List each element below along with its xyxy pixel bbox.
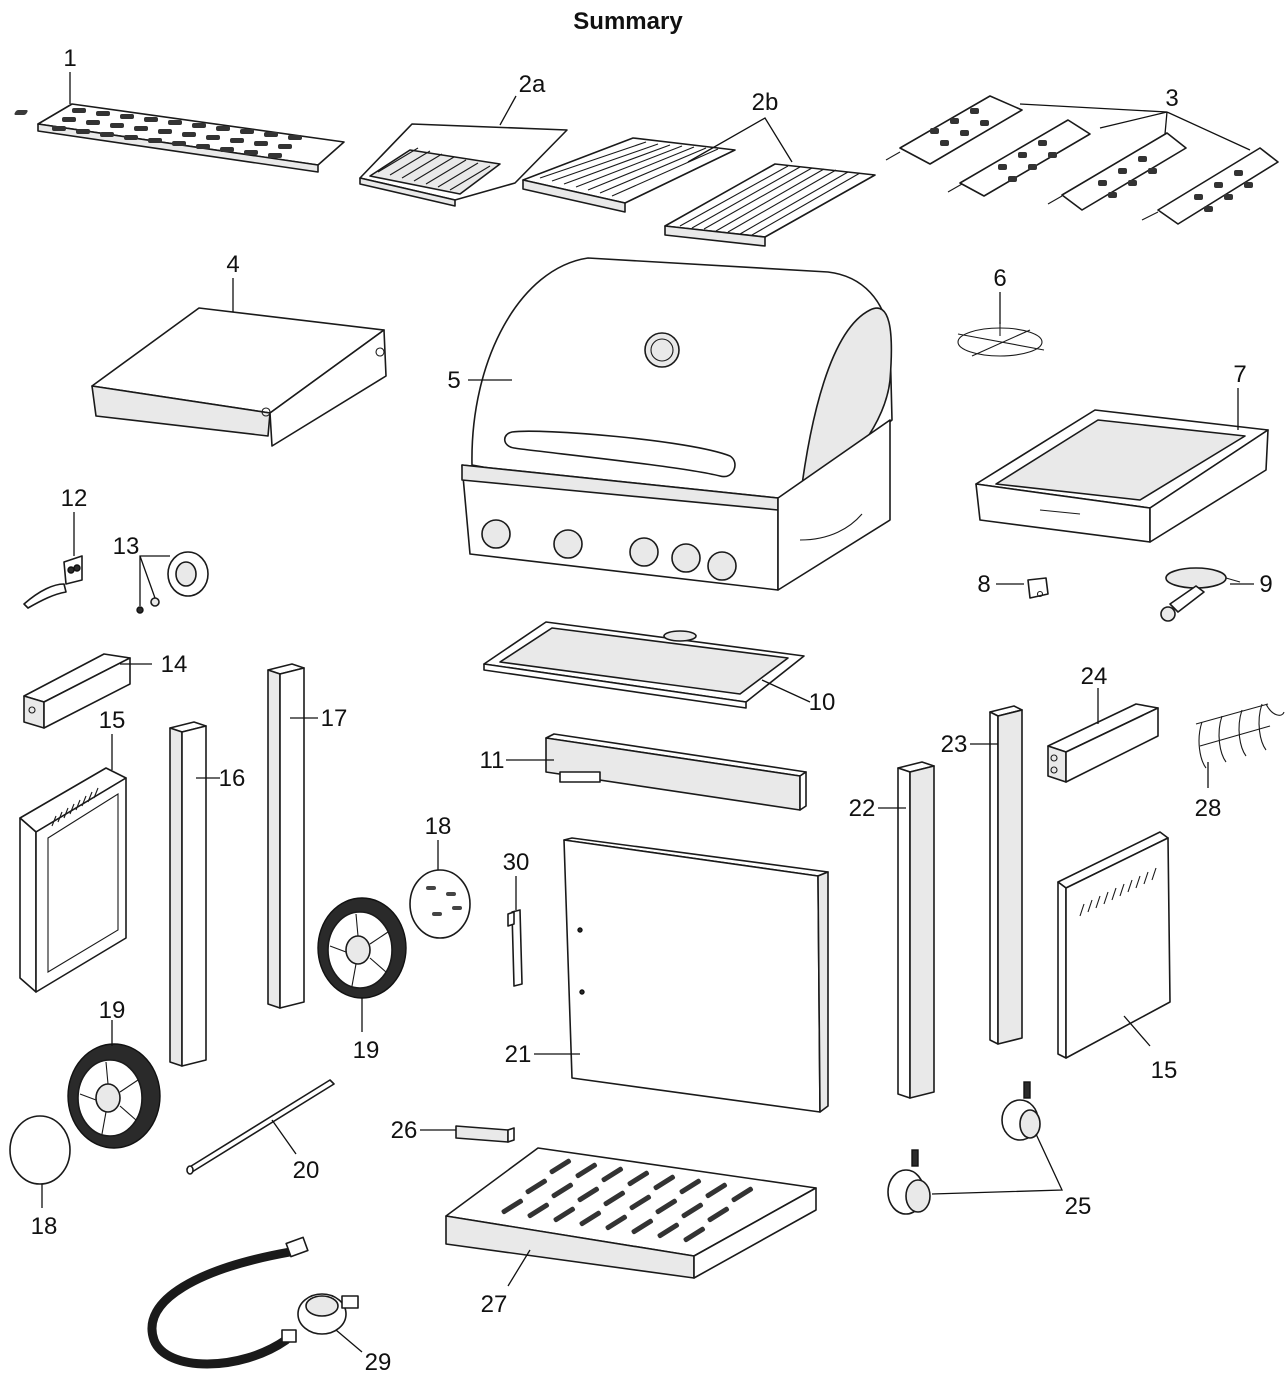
- label-30: 30: [503, 849, 530, 876]
- part-19-wheel-upper: [317, 897, 407, 999]
- part-25-caster-upper: [1001, 1081, 1041, 1141]
- part-30-door-bracket: [507, 909, 523, 987]
- part-15-side-panel-left: [19, 767, 127, 993]
- label-15-right: 15: [1151, 1057, 1178, 1084]
- label-12: 12: [61, 485, 88, 512]
- label-18-lower: 18: [31, 1213, 58, 1240]
- label-2b: 2b: [752, 89, 779, 116]
- label-7: 7: [1233, 361, 1246, 388]
- label-22: 22: [849, 795, 876, 822]
- label-9: 9: [1259, 571, 1272, 598]
- label-5: 5: [447, 367, 460, 394]
- part-18-hub-cap-upper: [409, 869, 471, 939]
- label-25: 25: [1065, 1193, 1092, 1220]
- label-23: 23: [941, 731, 968, 758]
- part-28-tool-hooks: [1195, 703, 1285, 769]
- part-23-leg: [989, 705, 1023, 1045]
- label-14: 14: [161, 651, 188, 678]
- label-20: 20: [293, 1157, 320, 1184]
- label-29: 29: [365, 1349, 392, 1376]
- part-4-side-shelf: [91, 307, 387, 447]
- part-7-side-burner: [975, 409, 1269, 543]
- part-12-hook-bracket: [23, 555, 83, 609]
- part-19-wheel-lower: [67, 1043, 161, 1149]
- part-2b-cooking-grate-right: [664, 163, 876, 247]
- part-27-bottom-shelf: [445, 1147, 817, 1279]
- diagram-title: Summary: [573, 8, 683, 35]
- label-26: 26: [391, 1117, 418, 1144]
- part-10-grease-tray: [483, 621, 805, 709]
- part-6-side-burner-grate: [957, 322, 1045, 357]
- label-1: 1: [63, 45, 76, 72]
- part-17-leg: [267, 663, 305, 1009]
- label-18-upper: 18: [425, 813, 452, 840]
- label-19-upper: 19: [353, 1037, 380, 1064]
- part-15-side-panel-right: [1057, 831, 1171, 1059]
- label-27: 27: [481, 1291, 508, 1318]
- label-2a: 2a: [519, 71, 546, 98]
- part-11-front-rail: [545, 733, 807, 811]
- part-2b-cooking-grate-left: [522, 137, 736, 213]
- part-21-cabinet-door: [563, 837, 829, 1113]
- part-25-caster-lower: [887, 1149, 931, 1215]
- label-10: 10: [809, 689, 836, 716]
- part-24-side-bracket: [1047, 703, 1159, 783]
- label-4: 4: [226, 251, 239, 278]
- part-29-regulator-hose: [147, 1236, 359, 1369]
- part-13-control-knob: [136, 551, 209, 614]
- part-16-leg: [169, 721, 207, 1067]
- label-15-left: 15: [99, 707, 126, 734]
- part-5-grill-head: [461, 257, 893, 591]
- label-16: 16: [219, 765, 246, 792]
- label-21: 21: [505, 1041, 532, 1068]
- part-8-small-bracket: [1027, 577, 1049, 599]
- label-6: 6: [993, 265, 1006, 292]
- label-28: 28: [1195, 795, 1222, 822]
- label-13: 13: [113, 533, 140, 560]
- part-14-side-bracket: [23, 653, 131, 729]
- label-19-lower: 19: [99, 997, 126, 1024]
- label-3: 3: [1165, 85, 1178, 112]
- part-18-hub-cap-lower: [9, 1115, 71, 1185]
- label-11: 11: [480, 747, 505, 774]
- part-9-side-burner-assembly: [1160, 567, 1241, 622]
- label-24: 24: [1081, 663, 1108, 690]
- part-22-leg: [897, 761, 935, 1099]
- part-1-slots: [52, 108, 302, 158]
- part-20-axle: [186, 1079, 335, 1175]
- label-17: 17: [321, 705, 348, 732]
- part-2a-griddle-plate: [359, 123, 568, 207]
- part-26-handle: [455, 1125, 515, 1143]
- part-3-flame-tamers: [885, 95, 1279, 225]
- label-8: 8: [977, 571, 990, 598]
